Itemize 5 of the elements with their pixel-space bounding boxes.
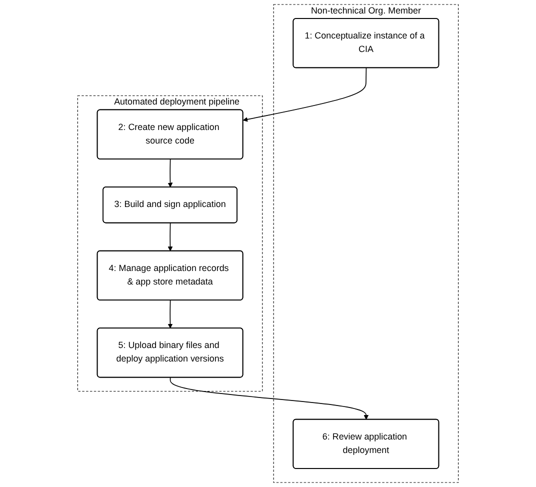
- arrow: [168, 158, 173, 188]
- arrow: [242, 68, 367, 122]
- arrow: [170, 377, 369, 420]
- arrow: [168, 300, 173, 329]
- arrow: [168, 222, 173, 252]
